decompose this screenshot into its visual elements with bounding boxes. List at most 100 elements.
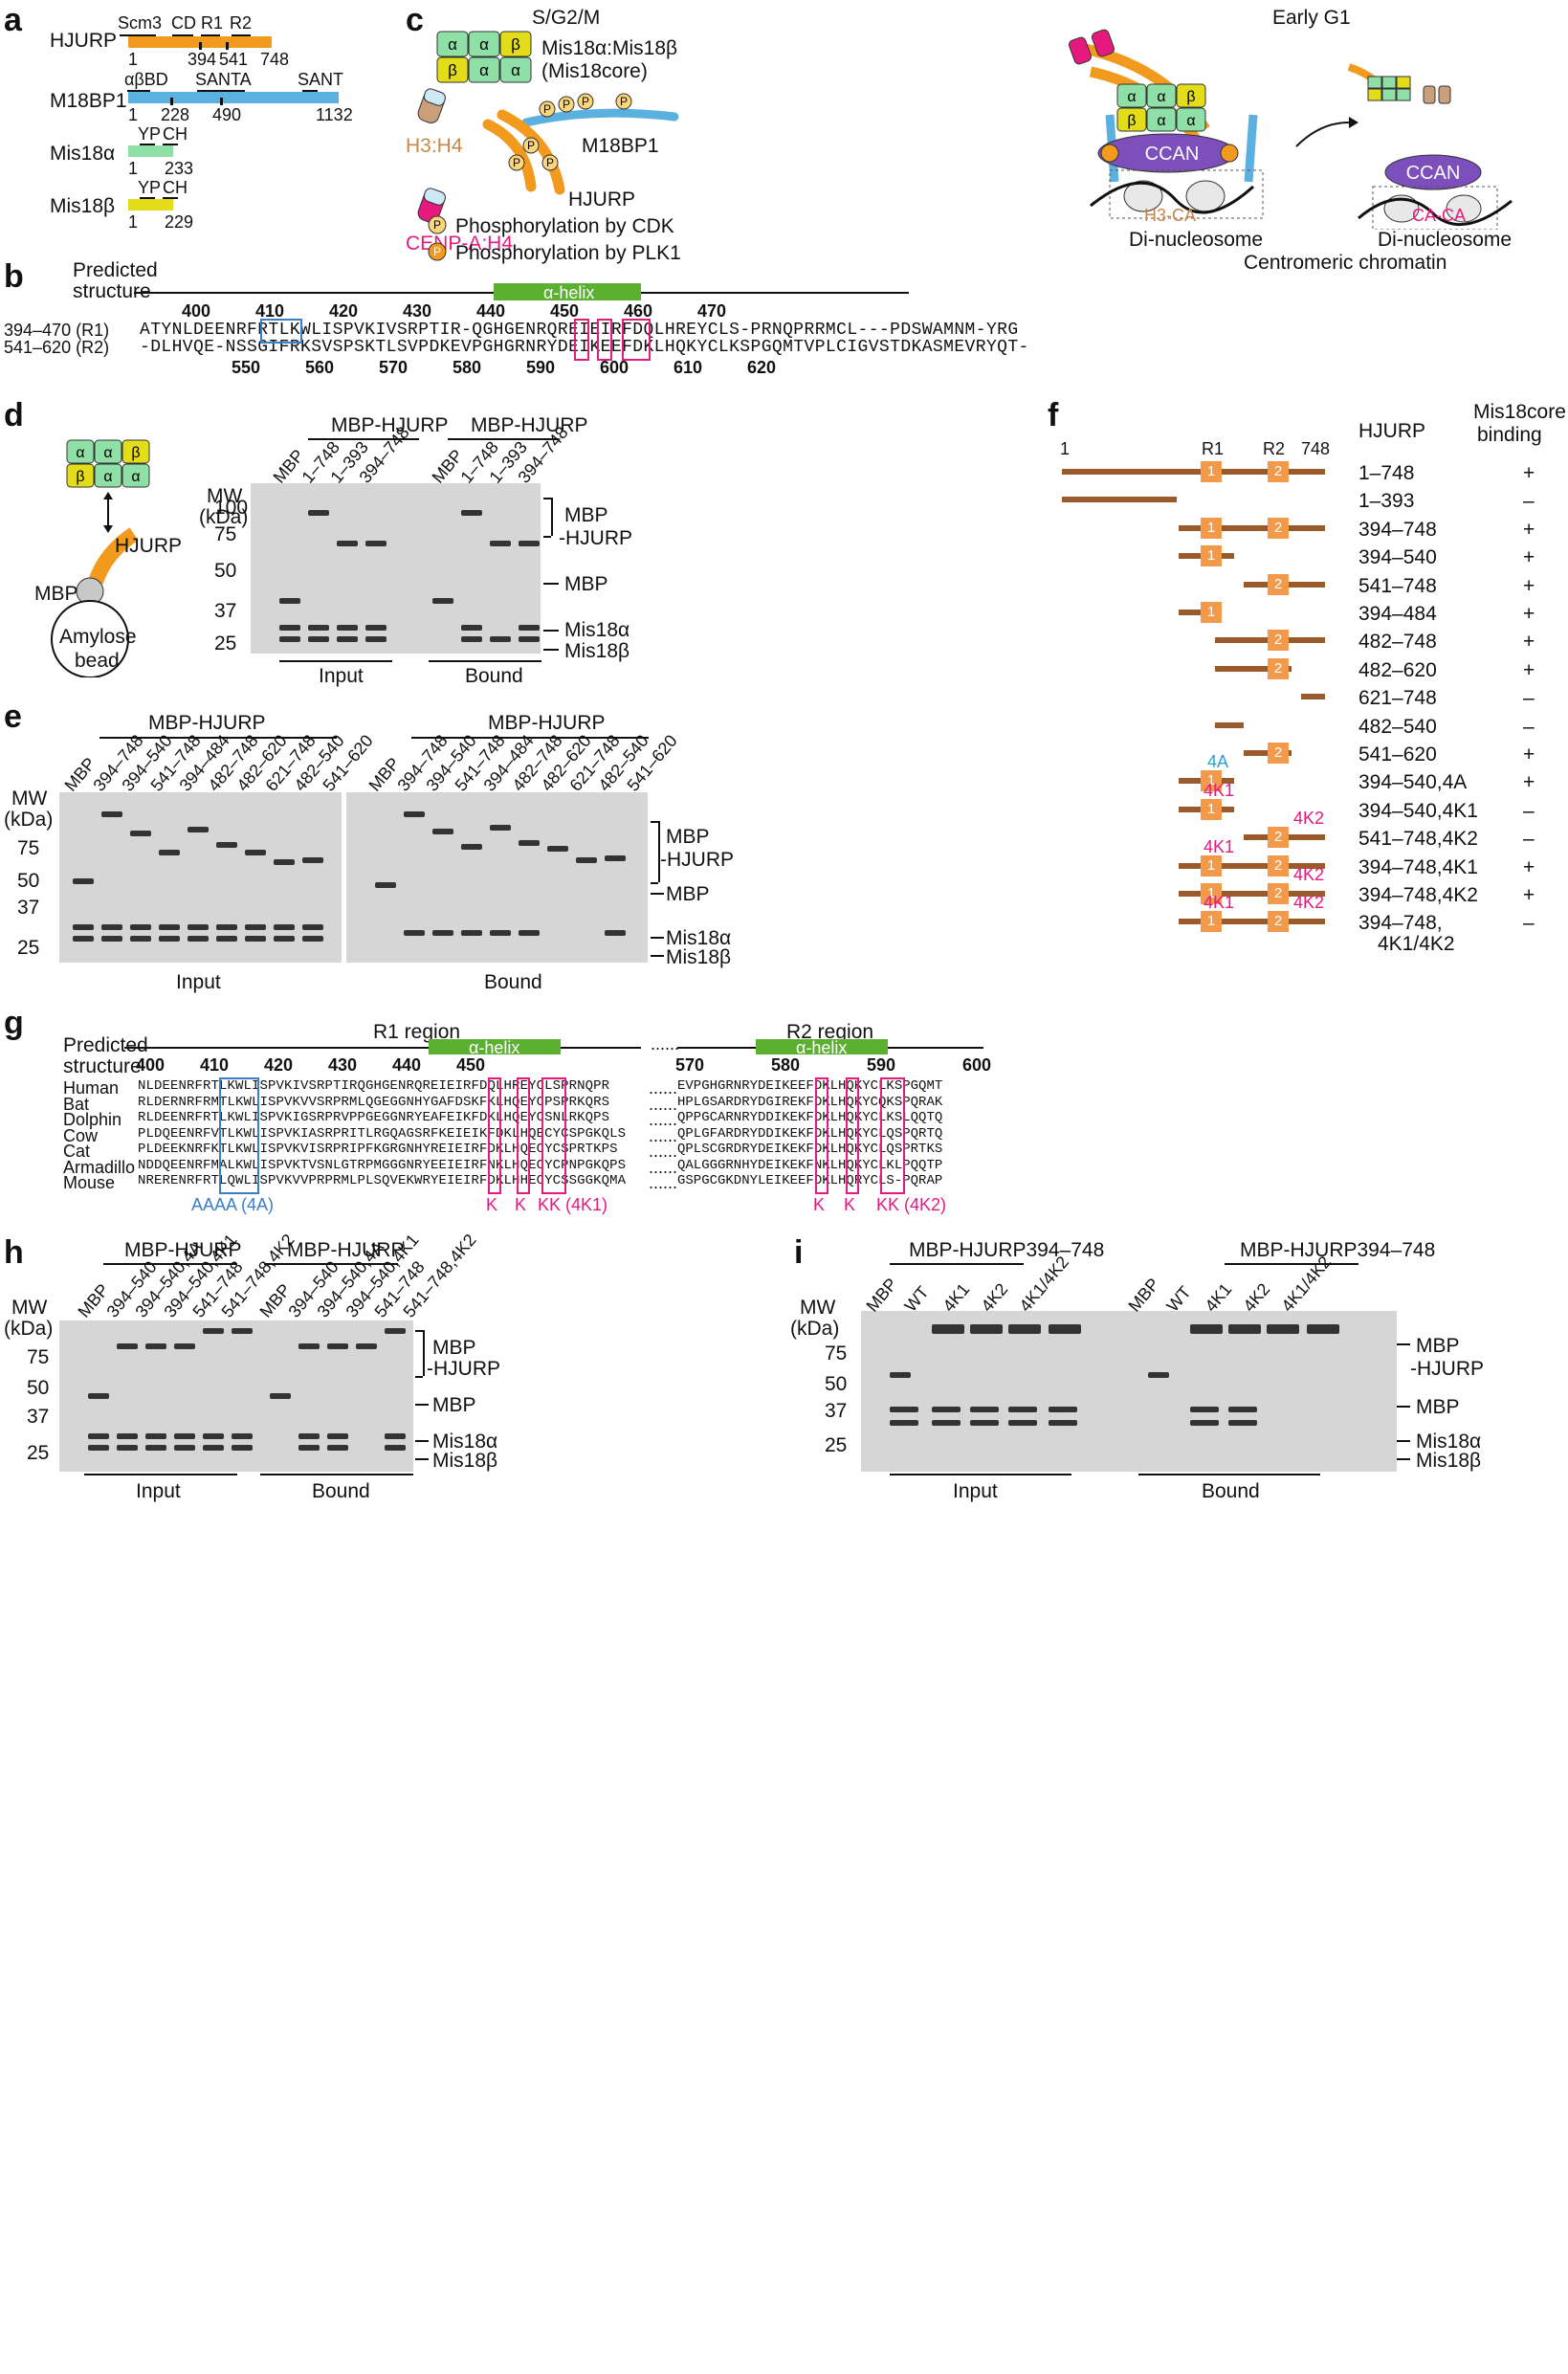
construct-label: 394–748,	[1358, 912, 1443, 935]
mw-marker: 50	[214, 560, 237, 582]
lane-label: MBP	[862, 1274, 901, 1316]
gel-h	[59, 1320, 413, 1472]
construct-bar	[1179, 891, 1325, 897]
r1-box: 1	[1201, 770, 1222, 792]
gel-band	[519, 541, 540, 546]
gel-band	[404, 930, 425, 936]
lane-label: 4K1/4K2	[1015, 1252, 1073, 1316]
r2-box: 2	[1268, 827, 1289, 849]
gel-band	[365, 625, 386, 631]
mw-marker: 75	[214, 523, 237, 545]
binding-result: +	[1523, 743, 1535, 765]
r2-region-label: R2 region	[786, 1021, 874, 1043]
arrow-icon	[1295, 117, 1358, 147]
d-header-bound: MBP-HJURP	[471, 414, 588, 436]
mis18b-bar	[128, 199, 173, 211]
construct-label: 482–620	[1358, 658, 1437, 681]
svg-text:P: P	[563, 98, 570, 111]
construct-label: 394–540	[1358, 546, 1437, 569]
b-tick-bottom: 560	[305, 358, 335, 377]
gel-i	[861, 1311, 1397, 1472]
svg-text:P: P	[433, 218, 441, 232]
pulldown-schematic: α α β β α α	[51, 439, 150, 677]
cenpa-icon	[417, 188, 446, 223]
species-label: Mouse	[63, 1173, 116, 1192]
g-tick: 570	[675, 1055, 705, 1075]
gel-band	[1267, 1324, 1299, 1334]
binding-result: –	[1523, 799, 1535, 822]
gel-band	[88, 1445, 109, 1451]
b-tick-bottom: 550	[232, 358, 261, 377]
r1-sequence: NLDEENRFRTLKWLISPVKIVSRPTIRQGHGENRQREIEI…	[138, 1078, 610, 1094]
early-g1-released-drawing: CCAN	[1347, 63, 1513, 230]
cdk-legend: Phosphorylation by CDK	[455, 215, 674, 237]
gel-band	[605, 930, 626, 936]
construct-label: 394–748	[1358, 518, 1437, 541]
gel-band	[232, 1328, 253, 1334]
predicted-label: Predicted	[73, 259, 158, 281]
panel-label-d: d	[4, 397, 24, 433]
gel-band	[101, 811, 122, 817]
gel-band	[203, 1433, 224, 1439]
svg-text:P: P	[582, 95, 589, 108]
early-g1-drawing: α α β β α α CCAN	[1069, 29, 1264, 219]
g-tick: 400	[136, 1055, 166, 1075]
mis18-core-icon: α α β β α α	[436, 31, 532, 83]
h3h4-label: H3:H4	[406, 135, 463, 157]
d-header-input: MBP-HJURP	[331, 414, 449, 436]
b-tick-top: 470	[697, 301, 727, 321]
construct-label: 394–748,4K2	[1358, 884, 1478, 906]
gel-band	[203, 1445, 224, 1451]
lane-label: MBP	[255, 1279, 295, 1321]
gel-band	[130, 936, 151, 942]
b-tick-bottom: 600	[600, 358, 629, 377]
gel-band	[337, 541, 358, 546]
binding-result: +	[1523, 462, 1535, 484]
r1-box: 1	[1201, 798, 1222, 820]
g-tick: 420	[264, 1055, 294, 1075]
lane-label: MBP	[1124, 1274, 1163, 1316]
gel-band	[274, 859, 295, 865]
construct-bar	[1062, 497, 1177, 503]
mw-marker: 100	[214, 497, 249, 519]
gel-band	[890, 1420, 918, 1426]
gel-band	[145, 1433, 166, 1439]
gel-band	[145, 1445, 166, 1451]
svg-text:α: α	[1186, 113, 1195, 129]
construct-bar	[1179, 862, 1325, 869]
binding-result: +	[1523, 631, 1535, 654]
gel-band	[337, 636, 358, 642]
gel-band	[308, 510, 329, 516]
gel-band	[1228, 1420, 1257, 1426]
construct-label: 541–620	[1358, 743, 1437, 765]
gel-band	[1008, 1420, 1037, 1426]
construct-bar	[1062, 469, 1325, 475]
lane-label: 4K2	[1239, 1279, 1274, 1316]
gel-band	[385, 1328, 406, 1334]
gel-e-bound	[346, 792, 648, 963]
gel-band	[490, 541, 511, 546]
construct-bar	[1215, 721, 1244, 728]
gel-band	[385, 1433, 406, 1439]
r2-sequence: QALGGGRNHYDEIKEKFNKLHQKYCLKLPQQTP	[677, 1157, 943, 1173]
f-col-hjurp: HJURP	[1358, 420, 1426, 442]
svg-text:α: α	[479, 35, 489, 54]
species-label: Human	[63, 1078, 120, 1098]
gel-band	[245, 936, 266, 942]
l-box	[597, 319, 612, 361]
binding-result: –	[1523, 687, 1535, 710]
r2-box: 2	[1268, 743, 1289, 764]
row2-label: 541–620 (R2)	[4, 338, 110, 357]
mut-4a: 4A	[1207, 752, 1229, 772]
gel-band	[101, 936, 122, 942]
svg-text:CCAN: CCAN	[1406, 163, 1461, 184]
gel-band	[1049, 1324, 1081, 1334]
e-header-input: MBP-HJURP	[148, 712, 266, 734]
gel-band	[327, 1433, 348, 1439]
gel-band	[432, 829, 453, 834]
gel-band	[1049, 1420, 1077, 1426]
svg-text:β: β	[131, 445, 140, 461]
gel-band	[274, 936, 295, 942]
gel-band	[101, 924, 122, 930]
centromeric-chromatin-label: Centromeric chromatin	[1244, 252, 1447, 274]
